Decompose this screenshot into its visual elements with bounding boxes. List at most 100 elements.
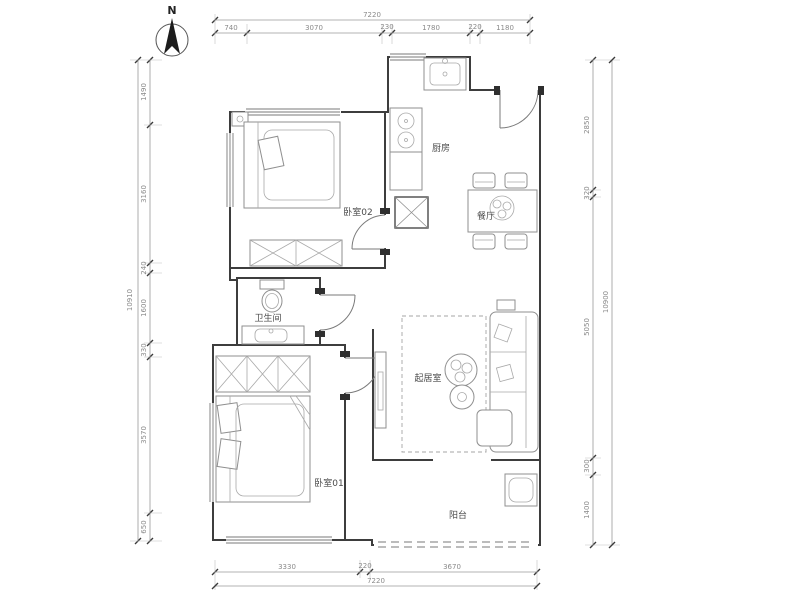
bedroom02-furniture (231, 111, 343, 267)
dining-furniture (467, 172, 538, 250)
toilet-seat (265, 293, 279, 309)
room-labels: 卧室02 厨房 餐厅 卫生间 起居室 卧室01 阳台 (254, 142, 495, 521)
dim-right-3: 300 (583, 459, 591, 472)
dim-bottom-1: 220 (358, 562, 371, 570)
dim-right-2: 5050 (583, 318, 591, 336)
table-plant-leaf (492, 199, 502, 209)
dim-left-6: 650 (140, 520, 148, 533)
coffee-table-deco (450, 359, 462, 371)
entry-door-jamb (538, 86, 544, 95)
bedroom01-door-jamb (340, 394, 350, 400)
toilet-tank (259, 279, 285, 290)
window-bedroom02-left (226, 133, 234, 207)
dim-top-1: 3070 (305, 24, 323, 32)
dim-left-1: 3160 (140, 185, 148, 203)
dim-top-4: 220 (468, 23, 481, 31)
dim-bottom-2: 3670 (443, 563, 461, 571)
entry-door (499, 89, 539, 129)
burner (397, 112, 415, 130)
living-rug (401, 315, 487, 453)
pillow (216, 402, 242, 434)
dimension-left: 10910 1490 3160 240 1600 330 3570 650 (126, 56, 162, 545)
north-arrow-icon (164, 18, 180, 54)
dim-bottom-0: 3330 (278, 563, 296, 571)
kitchen-counter (389, 151, 423, 191)
duct-shaft (394, 196, 429, 229)
burner-center (404, 138, 408, 142)
dim-left-3: 1600 (140, 299, 148, 317)
bedroom01-furniture (215, 355, 311, 503)
washing-machine-drum (508, 477, 534, 503)
burner-center (404, 119, 408, 123)
dim-left-5: 3570 (140, 426, 148, 444)
dining-chair (472, 233, 496, 250)
dim-right-1: 320 (583, 186, 591, 199)
washing-machine (504, 473, 538, 507)
coffee-table-deco (454, 371, 466, 383)
balcony-fixtures (504, 473, 538, 507)
dimension-right: 2850 320 5050 300 1400 10900 (583, 56, 620, 549)
bathroom-fixtures (241, 279, 305, 345)
basin-faucet (268, 328, 274, 334)
north-label: N (167, 4, 176, 17)
doors (315, 86, 544, 400)
window-balcony-sliding (378, 541, 534, 548)
dining-table (467, 189, 538, 233)
chair-detail (475, 181, 525, 241)
label-bedroom02: 卧室02 (343, 206, 372, 218)
coffee-table-deco (461, 362, 473, 374)
label-balcony: 阳台 (449, 509, 467, 521)
dim-right-0: 2850 (583, 116, 591, 134)
sofa-chaise (476, 409, 513, 447)
dining-chair (472, 172, 496, 189)
tv-cabinet (374, 351, 387, 429)
dim-top-5: 1180 (496, 24, 514, 32)
dim-top-total: 7220 (363, 11, 381, 19)
tv (377, 371, 384, 411)
drain (442, 71, 448, 77)
side-stool-deco (457, 392, 467, 402)
dim-top-2: 230 (380, 23, 393, 31)
dim-right-4: 1400 (583, 501, 591, 519)
sofa-pillow (493, 323, 513, 343)
living-furniture (374, 299, 539, 453)
bathroom-door-jamb (315, 288, 325, 294)
bed-02 (243, 121, 341, 209)
label-bathroom: 卫生间 (254, 312, 281, 324)
dining-chair (504, 233, 528, 250)
dim-top-0: 740 (224, 24, 237, 32)
toilet-bowl (261, 289, 283, 313)
north-arrow: N (155, 4, 189, 57)
windows (208, 52, 538, 550)
bedroom01-door-jamb (340, 351, 350, 357)
faucet (442, 58, 448, 64)
label-living: 起居室 (414, 372, 441, 384)
window-bedroom01-bottom (226, 536, 332, 544)
window-bedroom02-top (246, 108, 340, 116)
dim-left-4: 330 (140, 343, 148, 356)
pillow (257, 135, 285, 171)
dim-top-3: 1780 (422, 24, 440, 32)
wardrobe-02-cross (249, 239, 343, 267)
vanity (241, 325, 305, 345)
interior-walls (229, 111, 541, 541)
bedroom02-door-jamb (380, 249, 390, 255)
table-plant-leaf (497, 209, 507, 219)
sofa-cushion-lines (490, 316, 527, 448)
sofa-side-table (496, 299, 516, 311)
dining-chair (504, 172, 528, 189)
bathroom-door (319, 294, 356, 331)
entry-door-jamb (494, 86, 500, 95)
kitchen-sink (429, 62, 461, 86)
side-stool (449, 384, 475, 410)
dim-left-total: 10910 (126, 289, 134, 311)
bed-01-fold (289, 395, 311, 431)
bedroom02-door (351, 214, 386, 250)
coffee-table (444, 353, 478, 387)
dim-left-0: 1490 (140, 83, 148, 101)
table-plant-leaf (502, 201, 512, 211)
wardrobe-01-cross (215, 355, 311, 393)
table-plant (489, 195, 515, 221)
label-dining: 餐厅 (477, 210, 495, 222)
dim-left-2: 240 (140, 261, 148, 274)
